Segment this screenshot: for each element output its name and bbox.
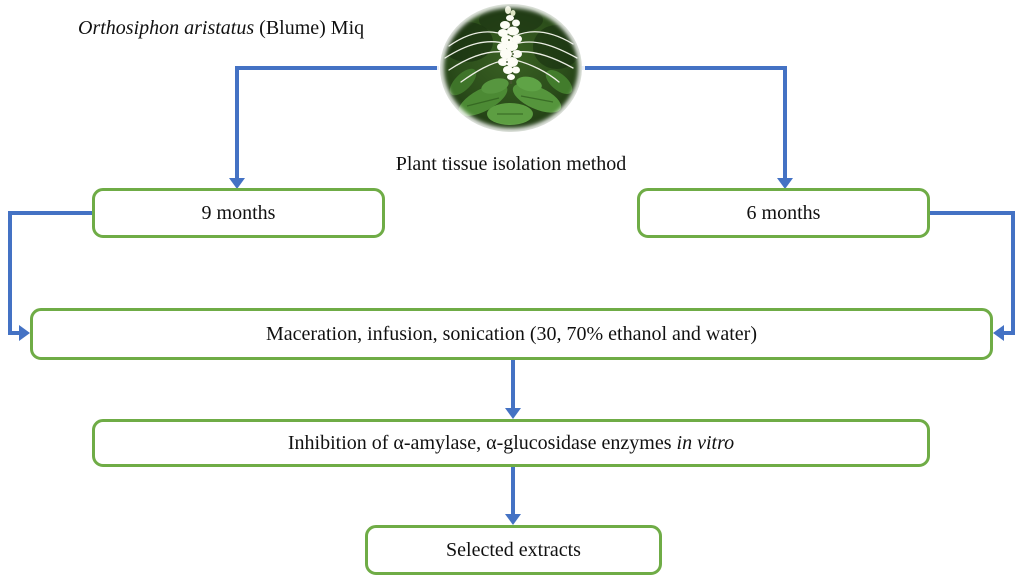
arrowhead-right-into-maceration [993,325,1004,341]
connector-6m-down-vertical [1011,211,1015,335]
orthosiphon-plant-photo [433,0,589,139]
box-9-months-label: 9 months [201,201,276,224]
connector-top-left-horizontal [235,66,439,70]
box-maceration: Maceration, infusion, sonication (30, 70… [30,308,993,360]
connector-inhibition-to-selected [511,467,515,514]
species-title: Orthosiphon aristatus (Blume) Miq [78,17,364,40]
connector-6m-out-horizontal [930,211,1015,215]
box-maceration-label: Maceration, infusion, sonication (30, 70… [266,322,757,345]
box-6-months: 6 months [637,188,930,238]
connector-9m-in-stub [8,331,20,335]
species-name-italic: Orthosiphon aristatus [78,17,255,39]
connector-9m-out-horizontal [8,211,92,215]
box-inhibition-invitro: in vitro [676,431,735,454]
plant-photo-illustration [433,0,589,139]
arrowhead-left-into-maceration [19,325,30,341]
connector-maceration-to-inhibition [511,360,515,408]
box-6-months-label: 6 months [746,201,821,224]
box-inhibition: Inhibition of α-amylase, α-glucosidase e… [92,419,930,467]
connector-6m-in-stub [1003,331,1015,335]
arrowhead-to-9-months [229,178,245,189]
box-selected-extracts-label: Selected extracts [446,538,581,561]
plant-caption: Plant tissue isolation method [395,153,627,175]
arrowhead-to-6-months [777,178,793,189]
box-selected-extracts: Selected extracts [365,525,662,575]
connector-top-right-horizontal [578,66,787,70]
connector-left-vertical [235,66,239,178]
species-authority: (Blume) Miq [254,17,365,39]
arrowhead-to-inhibition [505,408,521,419]
connector-9m-down-vertical [8,211,12,335]
box-inhibition-text: Inhibition of α-amylase, α-glucosidase e… [287,431,677,454]
box-inhibition-label: Inhibition of α-amylase, α-glucosidase e… [288,432,734,455]
arrowhead-to-selected [505,514,521,525]
connector-right-vertical [783,66,787,178]
box-9-months: 9 months [92,188,385,238]
